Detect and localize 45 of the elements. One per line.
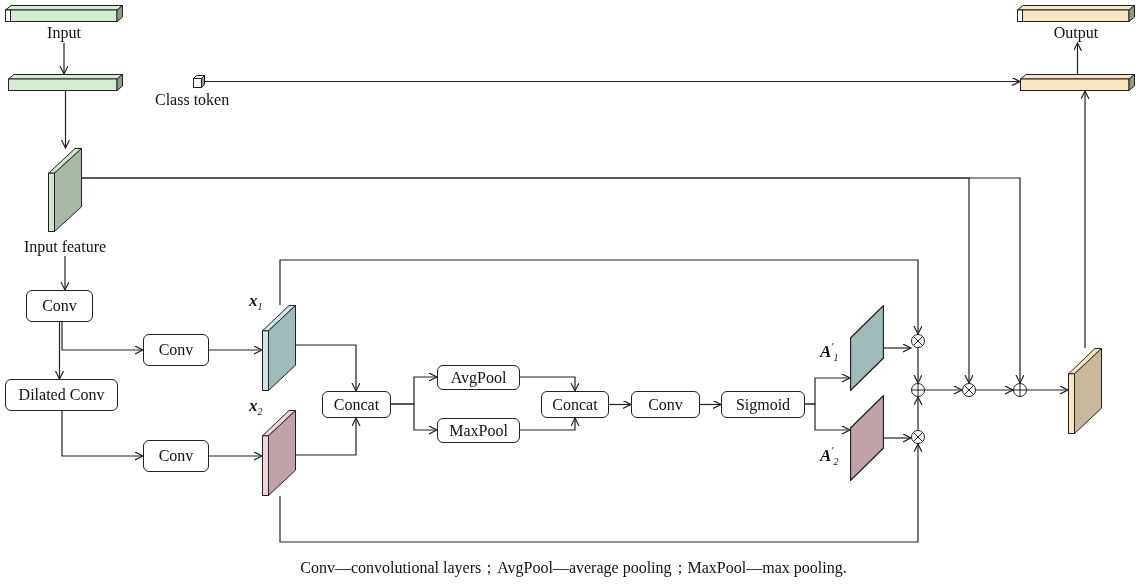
process-box: Conv [143,440,209,472]
process-box: Sigmoid [721,391,805,418]
process-box: Concat [541,391,609,418]
feature-label: Input feature [23,238,107,256]
arrow [975,385,1014,395]
arrow [60,255,70,291]
arrow [913,347,923,384]
arrow [883,343,912,353]
arrow [519,417,580,431]
process-box: AvgPool [437,365,520,390]
process-box: Dilated Conv [5,379,118,411]
arrow [519,376,580,392]
arrow [883,433,912,443]
arrow [608,399,632,410]
arrow [924,385,963,395]
arrow [804,403,851,435]
token-label: Class token [155,91,230,109]
arrow [1072,42,1083,75]
process-box: Conv [26,290,93,322]
arrow [61,410,144,461]
process-box: Concat [322,391,391,418]
feature-label: x$_{1}$ [249,291,263,313]
arrow [913,396,923,431]
arrow [59,42,69,75]
arrow [295,344,361,392]
caption: Conv—convolutional layers；AvgPool—average pooling；MaxPool—max pooling. [299,558,848,579]
arrow [279,443,923,543]
arrow [279,259,923,335]
arrow [208,451,263,461]
arrow [204,76,1021,87]
arrow [295,417,361,456]
tensor-label: Input [47,24,81,42]
arrow [60,90,71,149]
arrow [61,321,144,355]
process-box: Conv [631,391,700,418]
arrow [699,399,722,410]
tensor-label: Output [1053,24,1099,42]
arrow [1026,385,1069,395]
arrow [208,345,263,355]
arrow [390,403,438,435]
process-box: Conv [143,334,209,366]
arrow [1080,90,1090,349]
arrow [54,321,65,380]
feature-label: x$_{2}$ [249,396,263,418]
process-box: MaxPool [437,418,520,443]
